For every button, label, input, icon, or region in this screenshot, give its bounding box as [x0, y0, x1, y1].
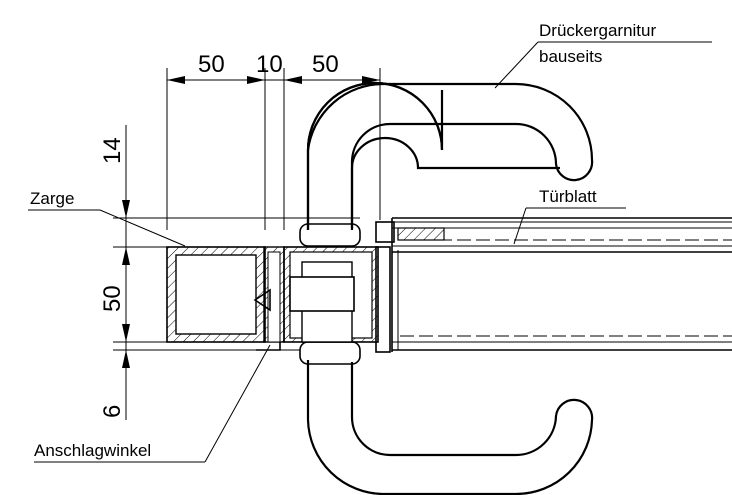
dim-left-bottom: 6 [99, 405, 126, 418]
label-handle-line2: bauseits [539, 47, 602, 66]
door-handle [299, 81, 594, 495]
dim-top-middle: 10 [256, 51, 283, 78]
lock-case [253, 221, 395, 353]
label-handle-line1: Drückergarnitur [539, 21, 656, 40]
leader-lines [28, 41, 712, 463]
frame-profile [166, 246, 285, 351]
dim-top-right: 50 [312, 51, 339, 78]
dim-left-middle: 50 [99, 285, 126, 312]
label-door-leaf: Türblatt [539, 187, 597, 206]
dim-left-top: 14 [99, 137, 126, 164]
label-frame: Zarge [30, 189, 74, 208]
door-leaf [391, 217, 732, 352]
dim-top-left: 50 [198, 51, 225, 78]
label-stop-angle: Anschlagwinkel [34, 441, 151, 460]
dimension-lines [113, 68, 381, 420]
